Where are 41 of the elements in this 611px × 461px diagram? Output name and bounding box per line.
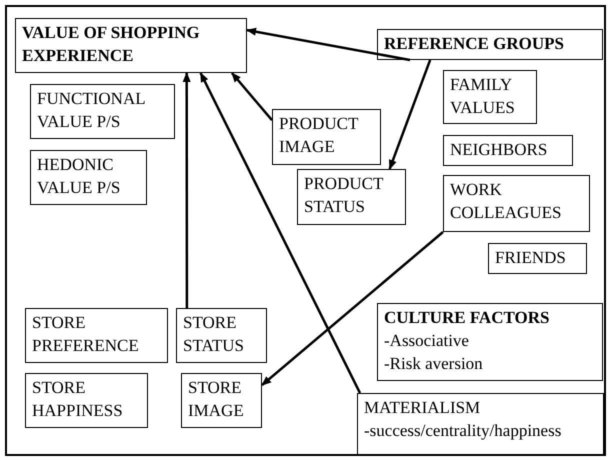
concept-box [176,308,267,363]
box-title: FAMILY VALUES [450,74,516,119]
arrow [182,72,191,308]
concept-box [488,243,587,274]
concept-box [15,18,247,73]
box-title: PRODUCT STATUS [304,173,384,218]
box-item: -success/centrality/happiness [364,420,562,442]
concept-box [25,308,168,363]
concept-box [181,373,262,428]
concept-box [25,373,148,428]
concept-box [357,393,604,455]
arrow [199,72,362,394]
concept-box [377,29,603,60]
box-title: VALUE OF SHOPPING EXPERIENCE [22,22,201,67]
box-item: -Risk aversion [384,353,484,375]
concept-box [30,150,147,205]
box-title: NEIGHBORS [450,139,548,161]
box-title: WORK COLLEAGUES [450,179,562,224]
box-title: FRIENDS [495,247,567,269]
box-title: STORE HAPPINESS [32,377,124,422]
box-title: CULTURE FACTORS [384,307,550,329]
arrow [261,231,444,386]
box-title: PRODUCT IMAGE [279,113,360,158]
box-title: STORE IMAGE [188,377,245,422]
box-title: HEDONIC VALUE P/S [37,154,122,199]
concept-box [377,303,603,381]
box-item: -Associative [384,330,470,352]
concept-box [443,135,573,166]
arrow [388,60,432,170]
box-title: STORE PREFERENCE [32,312,140,357]
box-title: REFERENCE GROUPS [384,33,565,55]
arrow [246,28,410,62]
concept-box [297,169,406,225]
box-title: FUNCTIONAL VALUE P/S [37,88,146,133]
concept-box [443,70,537,124]
box-title: MATERIALISM [364,397,482,419]
concept-box [272,109,381,165]
concept-box [443,175,590,232]
arrow [230,72,273,121]
box-title: STORE STATUS [183,312,245,357]
concept-box [30,84,175,139]
